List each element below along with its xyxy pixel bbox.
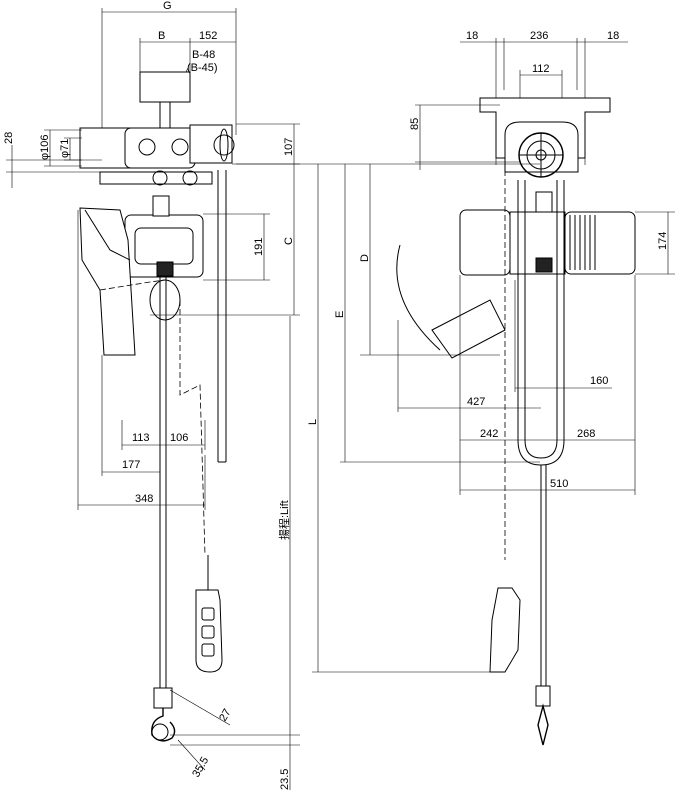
label-113: 113 — [132, 432, 150, 444]
label-112: 112 — [532, 63, 550, 75]
label-G: G — [163, 0, 172, 12]
label-b48: B-48 — [192, 49, 215, 61]
label-E: E — [334, 311, 346, 318]
front-view — [300, 38, 675, 746]
label-27: 27 — [217, 707, 234, 724]
dimension-labels: G B 152 B-48 (B-45) 28 φ106 φ71 107 191 … — [3, 0, 669, 790]
label-phi71: φ71 — [59, 139, 71, 158]
label-b45: (B-45) — [187, 62, 218, 74]
label-106: 106 — [170, 432, 188, 444]
label-28: 28 — [3, 132, 15, 144]
label-510: 510 — [550, 478, 568, 490]
label-phi106: φ106 — [39, 135, 51, 161]
label-18-right: 18 — [607, 30, 619, 42]
label-85: 85 — [409, 118, 421, 130]
label-236: 236 — [530, 30, 548, 42]
label-191: 191 — [253, 238, 265, 256]
label-348: 348 — [135, 493, 153, 505]
label-177: 177 — [122, 459, 140, 471]
label-35-5: 35.5 — [190, 755, 211, 780]
label-152: 152 — [199, 30, 217, 42]
label-D: D — [359, 254, 371, 262]
label-107: 107 — [283, 138, 295, 156]
label-160: 160 — [590, 375, 608, 387]
label-18-left: 18 — [466, 30, 478, 42]
label-174: 174 — [657, 232, 669, 250]
side-view — [6, 8, 300, 790]
label-23-5: 23.5 — [279, 769, 291, 790]
label-242: 242 — [480, 428, 498, 440]
label-268: 268 — [577, 428, 595, 440]
label-B: B — [158, 30, 165, 42]
label-C: C — [283, 237, 295, 245]
label-L: L — [307, 419, 319, 425]
label-lift: 揚程:Lift — [278, 500, 291, 540]
label-427: 427 — [467, 396, 485, 408]
